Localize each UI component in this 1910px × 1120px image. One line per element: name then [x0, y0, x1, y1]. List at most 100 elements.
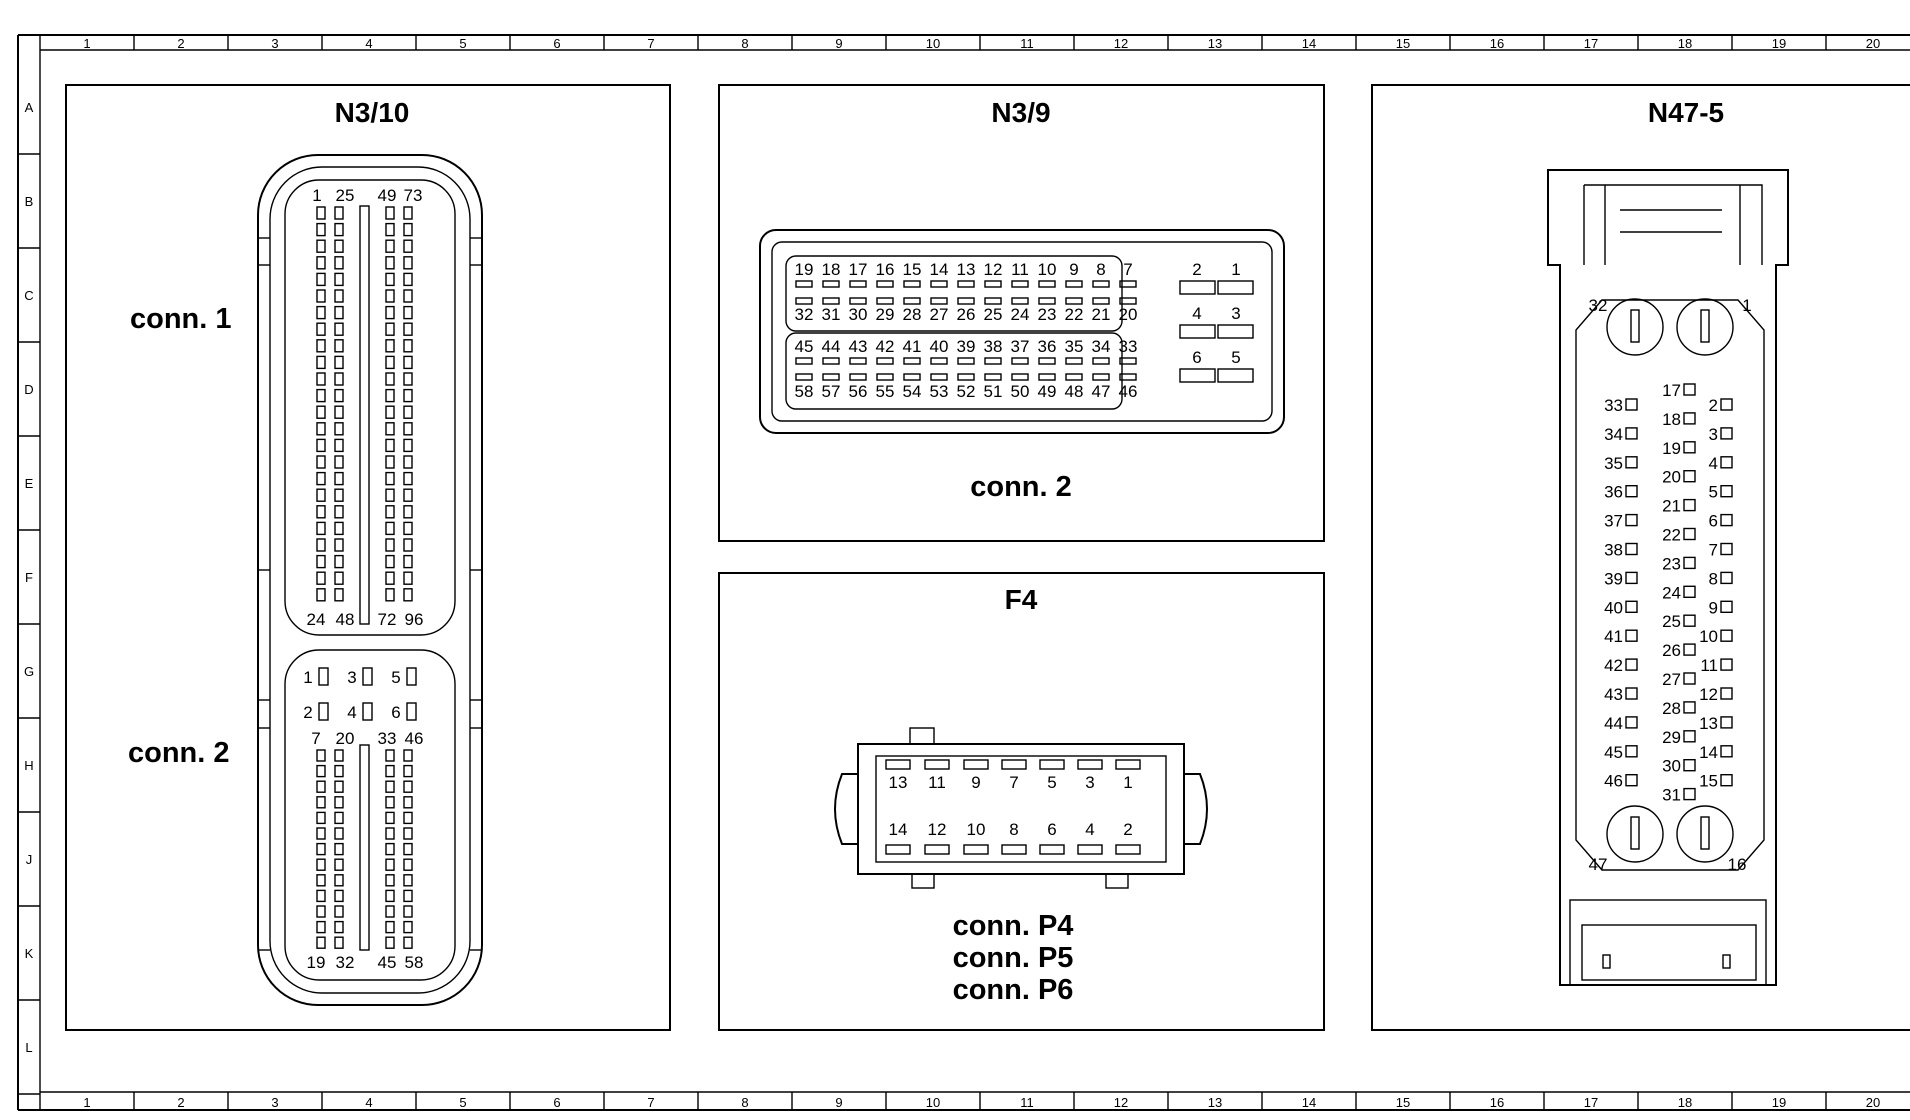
pin-socket [403, 780, 413, 793]
pin-socket [334, 471, 344, 486]
pin-socket [385, 842, 395, 856]
pin-socket [795, 357, 813, 365]
pin-socket [403, 339, 413, 353]
pin-number: 9 [971, 773, 980, 792]
pin-number: 16 [876, 260, 895, 279]
pin-socket [316, 206, 326, 220]
pin-number: 18 [822, 260, 841, 279]
pin-socket [385, 222, 395, 237]
pin-socket [924, 759, 950, 770]
pin-socket [316, 874, 326, 887]
grid-column-label: 19 [1772, 1095, 1786, 1110]
pin-socket [316, 538, 326, 552]
pin-socket [316, 505, 326, 519]
pin-socket [385, 889, 395, 903]
pin-socket [1092, 280, 1110, 288]
pin-socket [849, 297, 867, 305]
pin-socket [334, 920, 344, 934]
pin-socket [1119, 373, 1137, 381]
connector-label: conn. 2 [128, 737, 230, 769]
panel-title: N47-5 [1648, 97, 1724, 128]
pin-socket [403, 764, 413, 778]
pin-socket [957, 357, 975, 365]
pin-socket [903, 280, 921, 288]
grid-column-label: 3 [271, 1095, 278, 1110]
pin-number: 14 [889, 820, 908, 839]
pin-socket [403, 305, 413, 320]
pin-socket [334, 905, 344, 918]
pin-socket [334, 239, 344, 253]
pin-socket [1011, 357, 1029, 365]
pin-socket [1119, 357, 1137, 365]
pin-socket [316, 222, 326, 237]
pin-socket [1065, 297, 1083, 305]
pin-socket [334, 764, 344, 778]
pin-socket [1720, 745, 1733, 758]
connector-label: conn. 1 [130, 303, 232, 335]
pin-socket [1065, 373, 1083, 381]
pin-socket [403, 889, 413, 903]
pin-socket [334, 521, 344, 536]
pin-number: 23 [1038, 305, 1057, 324]
pin-number: 29 [876, 305, 895, 324]
pin-socket [822, 297, 840, 305]
pin-number: 31 [1662, 786, 1681, 805]
pin-number: 23 [1662, 554, 1681, 573]
pin-socket [385, 920, 395, 934]
pin-socket [334, 438, 344, 453]
pin-socket [403, 206, 413, 220]
pin-number: 4 [347, 703, 356, 722]
pin-number: 12 [984, 260, 1003, 279]
pin-socket [316, 905, 326, 918]
pin-socket [795, 280, 813, 288]
pin-socket [957, 280, 975, 288]
pin-socket [385, 206, 395, 220]
pin-number: 52 [957, 382, 976, 401]
pin-socket [385, 780, 395, 793]
grid-column-label: 1 [83, 1095, 90, 1110]
pin-number: 32 [1589, 296, 1608, 315]
pin-socket [1039, 844, 1065, 855]
pin-socket [334, 874, 344, 887]
pin-socket [1683, 412, 1696, 425]
pin-socket [334, 206, 344, 220]
pin-socket [1683, 383, 1696, 396]
pin-number: 7 [1009, 773, 1018, 792]
grid-column-label: 15 [1396, 1095, 1410, 1110]
pin-socket [403, 588, 413, 602]
pin-socket [1011, 373, 1029, 381]
grid-column-label: 6 [553, 1095, 560, 1110]
pin-number: 38 [1604, 541, 1623, 560]
pin-number: 44 [822, 337, 841, 356]
grid-column-label: 14 [1302, 1095, 1316, 1110]
pin-number: 21 [1662, 497, 1681, 516]
pin-number: 28 [1662, 699, 1681, 718]
pin-socket [1625, 629, 1638, 642]
pin-number: 3 [1709, 425, 1718, 444]
grid-column-label: 18 [1678, 36, 1692, 51]
pin-socket [385, 749, 395, 762]
pin-number: 5 [1047, 773, 1056, 792]
pin-number: 26 [957, 305, 976, 324]
pin-socket [403, 749, 413, 762]
pin-number: 10 [1038, 260, 1057, 279]
pin-socket [1011, 297, 1029, 305]
pin-number: 33 [378, 729, 397, 748]
pin-number: 45 [378, 953, 397, 972]
pin-socket [316, 488, 326, 502]
pin-number: 3 [347, 668, 356, 687]
pin-number: 58 [405, 953, 424, 972]
pin-socket [984, 373, 1002, 381]
pin-socket [334, 571, 344, 585]
pin-number: 39 [957, 337, 976, 356]
pin-socket [403, 858, 413, 871]
pin-number: 1 [312, 186, 321, 205]
pin-socket [403, 405, 413, 419]
grid-column-label: 17 [1584, 1095, 1598, 1110]
grid-row-label: E [25, 476, 34, 491]
pin-socket [1720, 542, 1733, 556]
pin-number: 30 [1662, 757, 1681, 776]
pin-socket [316, 764, 326, 778]
grid-column-label: 8 [741, 36, 748, 51]
